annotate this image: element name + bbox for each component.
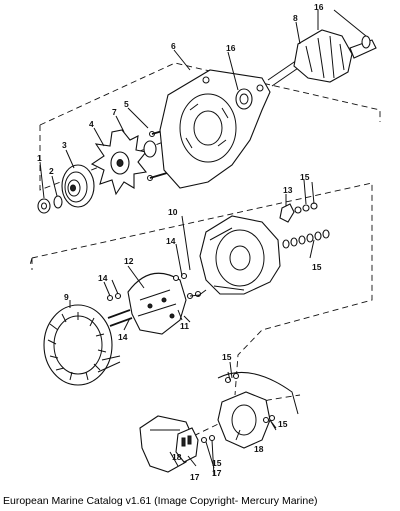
callout-18a: 18 xyxy=(254,444,264,454)
callout-2: 2 xyxy=(49,166,54,176)
slip-ring-end-frame-part xyxy=(199,215,281,295)
terminal-part xyxy=(279,203,295,223)
alternator-exploded-diagram: 1 2 3 4 5 6 7 8 9 10 11 12 13 14 14 14 1… xyxy=(29,2,381,482)
regulator-part xyxy=(200,372,299,449)
lower-group-outline xyxy=(184,394,301,441)
middle-group-outline xyxy=(29,182,373,396)
callout-4: 4 xyxy=(89,119,94,129)
callout-9: 9 xyxy=(64,292,69,302)
callout-1: 1 xyxy=(37,153,42,163)
callout-5: 5 xyxy=(124,99,129,109)
fan-part xyxy=(90,129,148,196)
callout-17b: 17 xyxy=(190,472,200,482)
stator-part xyxy=(43,304,121,386)
callout-14a: 14 xyxy=(166,236,176,246)
callout-8: 8 xyxy=(293,13,298,23)
nut-part xyxy=(37,198,51,214)
callout-10: 10 xyxy=(168,207,178,217)
pulley-part xyxy=(61,164,95,208)
callout-14b: 14 xyxy=(98,273,108,283)
callout-15b: 15 xyxy=(312,262,322,272)
callout-14c: 14 xyxy=(118,332,128,342)
rotor-part xyxy=(267,29,377,87)
drive-end-frame-part xyxy=(159,69,271,189)
callout-6: 6 xyxy=(171,41,176,51)
callout-11: 11 xyxy=(180,321,189,331)
callout-13: 13 xyxy=(283,185,293,195)
callout-17a: 17 xyxy=(212,468,222,478)
rectifier-bridge-part xyxy=(127,272,187,335)
image-caption: European Marine Catalog v1.61 (Image Cop… xyxy=(3,495,318,507)
callout-12: 12 xyxy=(124,256,134,266)
spacer-part xyxy=(143,140,157,158)
bearing-part xyxy=(235,88,253,110)
brush-holder-part xyxy=(175,427,199,463)
callout-15a: 15 xyxy=(300,172,310,182)
callout-3: 3 xyxy=(62,140,67,150)
callout-18b: 18 xyxy=(172,452,182,462)
callout-7: 7 xyxy=(112,107,117,117)
washer-part xyxy=(53,195,63,209)
callout-16b: 16 xyxy=(226,43,236,53)
callout-15c: 15 xyxy=(222,352,232,362)
callout-15d: 15 xyxy=(278,419,288,429)
callout-15e: 15 xyxy=(212,458,222,468)
leader-lines xyxy=(39,9,367,477)
callout-16a: 16 xyxy=(314,2,324,12)
